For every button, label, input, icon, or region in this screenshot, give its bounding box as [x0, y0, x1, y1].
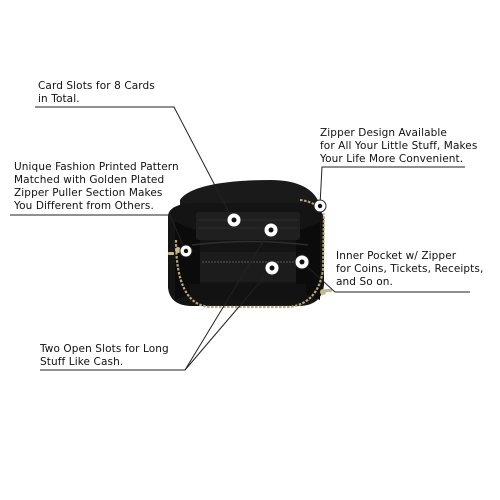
card-slot-panel [196, 212, 300, 240]
callout-card-slots: Card Slots for 8 Cards in Total. [38, 80, 155, 105]
leader-zipper-design [319, 166, 465, 206]
callout-inner-pocket: Inner Pocket w/ Zipper for Coins, Ticket… [336, 250, 484, 288]
marker-card-slots [226, 212, 242, 228]
callout-fashion-pattern: Unique Fashion Printed Pattern Matched w… [14, 161, 179, 212]
marker-inner-pocket [294, 254, 310, 270]
zipper-puller-right [320, 289, 332, 295]
leader-lines [10, 106, 470, 371]
callout-zipper-design: Zipper Design Available for All Your Lit… [320, 127, 478, 165]
zipper-chain [174, 214, 326, 309]
marker-zipper-design [313, 199, 327, 213]
leader-open-slots-b [184, 267, 273, 371]
leader-inner-pocket [301, 261, 470, 293]
long-slot-divider [191, 240, 309, 246]
callout-open-slots: Two Open Slots for Long Stuff Like Cash. [40, 343, 169, 368]
marker-fashion-pattern [179, 244, 193, 258]
zipper-puller-left [168, 247, 181, 255]
leader-fashion-pattern [10, 214, 186, 251]
marker-upper-slot [263, 222, 279, 238]
marker-lower-slot [264, 260, 280, 276]
wallet-lining-bottom [190, 284, 306, 300]
leader-card-slots [35, 106, 234, 221]
